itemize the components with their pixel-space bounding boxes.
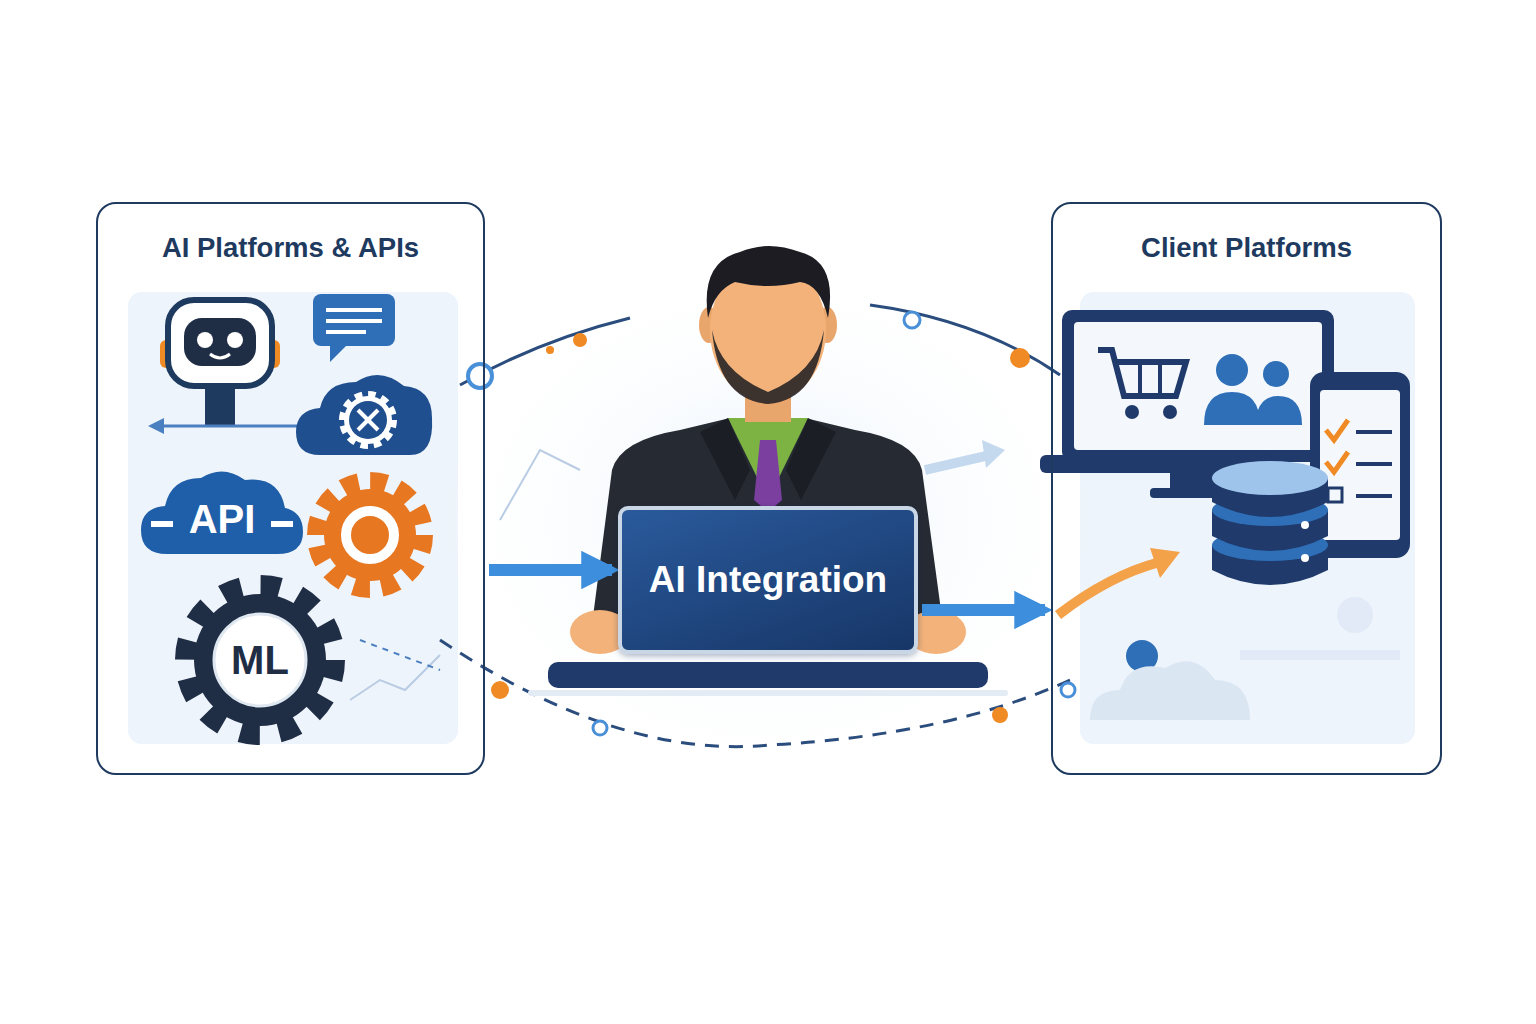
gear-hub: [214, 614, 306, 706]
cloud-gear-icon: [296, 375, 432, 455]
cloud-dash: [151, 521, 173, 527]
flow-arrow: [489, 564, 612, 576]
person-figure-part: [786, 418, 836, 500]
monitor-icon: [1040, 310, 1334, 498]
flow-curves-part: [870, 305, 1060, 375]
person-figure-part: [707, 246, 830, 318]
faint-clouds-part: [1090, 661, 1250, 720]
orange-gear-icon-part: [346, 511, 394, 559]
monitor-icon-part: [1074, 322, 1322, 450]
person-figure-part: [754, 440, 782, 512]
platform-panel: AI Platforms & APIsAPI ML: [96, 202, 485, 775]
monitor-icon-part: [1158, 364, 1162, 394]
faint-clouds: [1090, 597, 1400, 720]
monitor-icon-part: [1098, 350, 1186, 396]
database-icon: [1212, 461, 1328, 585]
faint-chart-part: [360, 640, 440, 670]
person-figure: [528, 246, 1008, 696]
phone-icon-part: [1326, 420, 1348, 440]
panel-heading: Client Platforms: [1053, 204, 1440, 264]
faint-clouds-part: [1337, 597, 1373, 633]
flow-curves-part: [546, 346, 554, 354]
faint-chart-part: [350, 655, 440, 700]
flow-curves-part: [440, 640, 1070, 747]
person-figure-part: [700, 418, 750, 500]
robot-icon: [148, 300, 300, 434]
robot-icon-part: [168, 300, 272, 386]
robot-icon-part: [184, 318, 256, 366]
cloud-gear-icon-part: [358, 410, 378, 430]
phone-icon-part: [1356, 430, 1392, 434]
chat-bubble-icon-part: [326, 330, 366, 334]
database-icon-part: [1212, 461, 1328, 495]
phone-icon-part: [1320, 390, 1400, 540]
orange-arrow-part: [1150, 548, 1180, 578]
database-icon-part: [1301, 554, 1309, 562]
node-label: API: [189, 483, 256, 542]
monitor-icon-part: [1256, 396, 1302, 425]
monitor-icon-part: [1138, 364, 1142, 394]
panel-heading: AI Platforms & APIs: [98, 204, 483, 264]
api-cloud: API: [137, 462, 307, 562]
chat-bubble-icon-part: [326, 308, 382, 312]
chat-bubble-icon: [313, 294, 395, 362]
flow-curves-part: [992, 707, 1008, 723]
robot-icon-part: [160, 425, 300, 428]
flow-arrow: [922, 604, 1045, 616]
flow-curves-part: [593, 721, 607, 735]
node-label: ML: [231, 638, 289, 683]
flow-curves-part: [500, 450, 580, 520]
cloud-gear-icon-part: [358, 410, 378, 430]
ml-gear: ML: [170, 570, 350, 750]
panel-grounds-part: [128, 292, 458, 744]
flow-curves-part: [468, 364, 492, 388]
orange-arrow-part: [982, 440, 1005, 468]
database-icon-part: [1301, 521, 1309, 529]
phone-icon-part: [1328, 488, 1342, 502]
gear-teeth: [188, 588, 332, 732]
flow-curves-part: [573, 333, 587, 347]
flow-curves-part: [904, 312, 920, 328]
monitor-icon-part: [1062, 310, 1334, 462]
faint-clouds-part: [1240, 650, 1400, 660]
robot-icon-part: [197, 332, 213, 348]
robot-icon-part: [205, 386, 235, 426]
flow-curves-part: [491, 681, 509, 699]
orange-arrow-part: [925, 455, 990, 470]
person-figure-part: [548, 662, 988, 688]
person-figure-part: [712, 330, 824, 404]
chat-bubble-icon-part: [330, 346, 346, 362]
cloud-gear-icon-part: [349, 401, 387, 439]
phone-icon-part: [1356, 462, 1392, 466]
gear-body: [194, 594, 326, 726]
cloud-gear-icon-part: [296, 375, 432, 455]
orange-arrow-part: [1058, 562, 1160, 615]
cloud-dash: [271, 521, 293, 527]
flow-curves-part: [1061, 683, 1075, 697]
robot-icon-part: [210, 354, 230, 358]
orange-gear-icon-part: [318, 483, 422, 587]
chat-bubble-icon-part: [326, 319, 382, 323]
cloud-outline: [141, 471, 303, 554]
orange-gear-icon-part: [324, 489, 416, 581]
client-panel: Client Platforms: [1051, 202, 1442, 775]
robot-icon-part: [227, 332, 243, 348]
chat-bubble-icon-part: [313, 294, 395, 346]
faint-chart: [350, 640, 440, 700]
monitor-icon-part: [1163, 405, 1177, 419]
flow-curves-part: [1010, 348, 1030, 368]
orange-gear-icon: [318, 483, 422, 587]
monitor-icon-part: [1216, 354, 1248, 386]
laptop-screen: AI Integration: [618, 506, 918, 654]
person-figure-part: [528, 690, 1008, 696]
monitor-icon-part: [1263, 361, 1289, 387]
phone-icon-part: [1326, 452, 1348, 472]
cloud-gear-icon-part: [344, 396, 392, 444]
monitor-icon-part: [1125, 405, 1139, 419]
robot-icon-part: [148, 418, 164, 434]
node-label: AI Integration: [648, 559, 888, 600]
monitor-icon-part: [1204, 392, 1260, 425]
phone-icon-part: [1356, 494, 1392, 498]
